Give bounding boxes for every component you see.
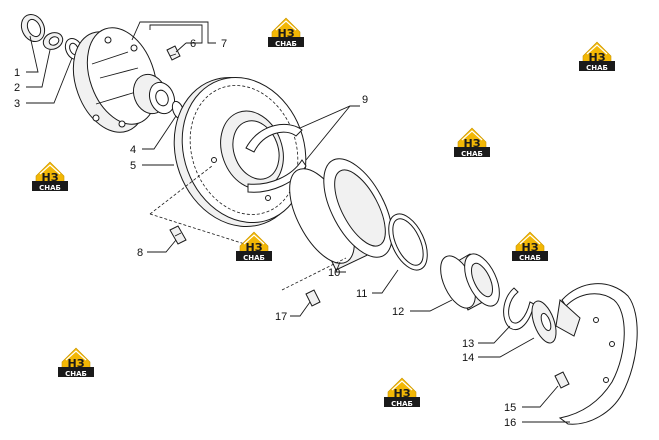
part-17-screw	[305, 289, 321, 307]
svg-text:НЗ: НЗ	[393, 387, 410, 400]
svg-text:СНАБ: СНАБ	[586, 64, 608, 72]
wheel-hub	[72, 27, 176, 133]
svg-text:НЗ: НЗ	[521, 241, 538, 254]
part-10-drum	[289, 158, 393, 271]
callout-3: 3	[14, 98, 20, 110]
part-14-washer	[531, 300, 557, 344]
part-6-bolt	[166, 45, 181, 61]
callout-13: 13	[462, 338, 474, 350]
part-13-circlip	[503, 287, 535, 330]
callout-15: 15	[504, 402, 516, 414]
callout-8: 8	[137, 247, 143, 259]
svg-text:СНАБ: СНАБ	[65, 370, 87, 378]
svg-text:СНАБ: СНАБ	[391, 400, 413, 408]
callout-6: 6	[190, 38, 196, 50]
callout-labels: 1 2 3 4 5 6 7 8 9 10 11 12 13 14 15 16 1…	[14, 38, 516, 429]
callout-7: 7	[221, 38, 227, 50]
callout-10: 10	[328, 267, 340, 279]
callout-9: 9	[362, 94, 368, 106]
callout-2: 2	[14, 82, 20, 94]
part-9-clips	[245, 123, 307, 193]
callout-1: 1	[14, 67, 20, 79]
part-1-seal	[20, 13, 46, 43]
svg-text:НЗ: НЗ	[588, 51, 605, 64]
part-8-screw	[169, 225, 187, 245]
svg-text:СНАБ: СНАБ	[39, 184, 61, 192]
part-2-nut	[42, 32, 64, 50]
callout-14: 14	[462, 352, 474, 364]
svg-text:СНАБ: СНАБ	[243, 254, 265, 262]
watermark-logos: НЗ СНАБ НЗ СНАБ НЗ СНАБ НЗ СНАБ НЗ СНАБ …	[31, 17, 616, 408]
part-15-screw	[554, 371, 570, 389]
callout-5: 5	[130, 160, 136, 172]
part-16-dust-shield	[555, 283, 638, 425]
callout-12: 12	[392, 306, 404, 318]
callout-4: 4	[130, 144, 136, 156]
svg-text:НЗ: НЗ	[463, 137, 480, 150]
svg-text:НЗ: НЗ	[41, 171, 58, 184]
svg-text:НЗ: НЗ	[67, 357, 84, 370]
part-11-snap-ring	[388, 213, 428, 271]
leader-lines	[26, 21, 570, 423]
callout-17: 17	[275, 311, 287, 323]
part-12-bearing	[440, 253, 500, 311]
callout-16: 16	[504, 417, 516, 429]
svg-text:НЗ: НЗ	[245, 241, 262, 254]
svg-text:НЗ: НЗ	[277, 27, 294, 40]
svg-text:СНАБ: СНАБ	[275, 40, 297, 48]
svg-text:СНАБ: СНАБ	[461, 150, 483, 158]
callout-11: 11	[356, 288, 367, 300]
svg-text:СНАБ: СНАБ	[519, 254, 541, 262]
